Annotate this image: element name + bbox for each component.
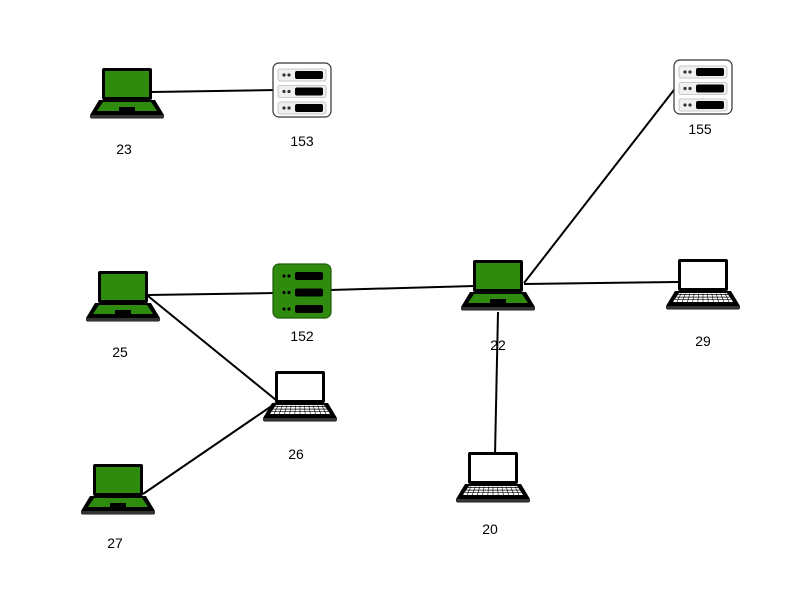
device-label-22: 22 (490, 337, 506, 353)
server-152-icon[interactable] (272, 263, 332, 319)
link-23-153 (151, 89, 278, 93)
link-22-29 (523, 281, 679, 285)
devices (81, 59, 740, 515)
device-label-152: 152 (290, 328, 314, 344)
server-153-icon[interactable] (272, 62, 332, 118)
device-label-155: 155 (688, 121, 712, 137)
device-label-20: 20 (482, 521, 498, 537)
connections (142, 85, 679, 495)
laptop-20-icon[interactable] (456, 452, 530, 503)
link-27-26 (142, 402, 277, 495)
laptop-26-icon[interactable] (263, 371, 337, 422)
device-label-26: 26 (288, 446, 304, 462)
device-label-29: 29 (695, 333, 711, 349)
laptop-23-icon[interactable] (90, 68, 164, 119)
device-label-153: 153 (290, 133, 314, 149)
link-22-20 (494, 311, 499, 456)
laptop-27-icon[interactable] (81, 464, 155, 515)
link-152-22 (329, 285, 475, 291)
device-label-27: 27 (107, 535, 123, 551)
laptop-22-icon[interactable] (461, 260, 535, 311)
device-label-25: 25 (112, 344, 128, 360)
device-label-23: 23 (116, 141, 132, 157)
link-22-155 (523, 85, 678, 284)
link-25-26 (147, 295, 277, 401)
server-155-icon[interactable] (673, 59, 733, 115)
laptop-25-icon[interactable] (86, 271, 160, 322)
link-25-152 (147, 292, 277, 296)
laptop-29-icon[interactable] (666, 259, 740, 310)
